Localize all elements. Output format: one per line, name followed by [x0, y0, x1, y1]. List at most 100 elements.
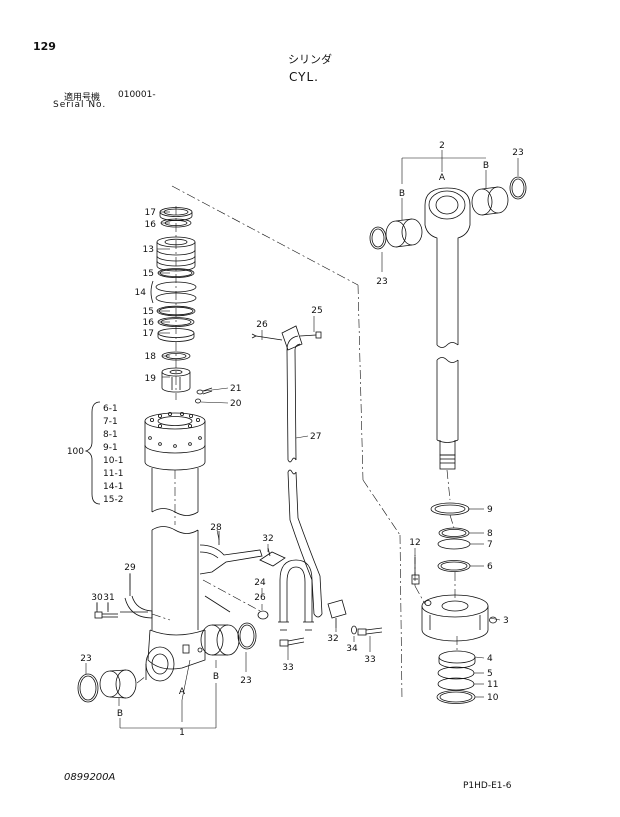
label-13: 13 [143, 245, 154, 255]
label-B: B [483, 161, 489, 171]
part-bushing-rod-left [385, 218, 423, 248]
label-19: 19 [145, 374, 157, 384]
label-5: 5 [487, 669, 493, 679]
label-15: 15 [143, 269, 154, 279]
part-8-ring [438, 527, 470, 539]
part-10-ring [436, 690, 476, 704]
label-17: 17 [145, 208, 156, 218]
part-26-ring-lower [257, 610, 269, 620]
label-17: 17 [143, 329, 154, 339]
part-23-seal-rod-right [509, 176, 527, 200]
label-27: 27 [310, 432, 321, 442]
part-23-seal-left [77, 673, 99, 703]
label-2: 2 [439, 141, 445, 151]
label-16: 16 [143, 318, 155, 328]
part-19-nut [161, 367, 191, 393]
label-A: A [439, 173, 446, 183]
label-33: 33 [282, 663, 293, 673]
part-bushing-left [99, 669, 137, 699]
kit-item: 10-1 [103, 456, 123, 466]
kit-bracket [84, 401, 101, 505]
label-B: B [117, 709, 123, 719]
label-34: 34 [346, 644, 358, 654]
label-6: 6 [487, 562, 493, 572]
label-3: 3 [503, 616, 509, 626]
label-7: 7 [487, 540, 493, 550]
part-2-rod [424, 187, 471, 470]
serial-label-japanese: 適用号機 [64, 93, 101, 103]
part-20-21-screw [195, 387, 213, 404]
part-bushing-rod-right [471, 186, 509, 216]
part-24-u-bolt [278, 559, 314, 631]
serial-label-english: Serial No. [53, 100, 107, 110]
label-23: 23 [240, 676, 251, 686]
kit-item: 6-1 [103, 404, 118, 414]
part-29-clamp [120, 574, 153, 619]
kit-item: 11-1 [103, 469, 123, 479]
part-4-ring [438, 650, 476, 669]
label-100: 100 [67, 447, 84, 457]
cylinder-head [144, 411, 206, 516]
part-bushing-right [200, 624, 240, 656]
label-26: 26 [254, 593, 266, 603]
label-24: 24 [254, 578, 266, 588]
label-29: 29 [124, 563, 136, 573]
leader-lines [85, 150, 519, 729]
part-28-bracket [199, 531, 263, 575]
label-1: 1 [179, 728, 185, 738]
kit-item: 14-1 [103, 482, 123, 492]
label-12: 12 [409, 538, 420, 548]
part-5-ring [437, 666, 475, 680]
label-20: 20 [230, 399, 242, 409]
label-25: 25 [311, 306, 322, 316]
kit-item: 15-2 [103, 495, 123, 505]
label-23: 23 [376, 277, 387, 287]
serial-range: 010001- [118, 90, 156, 100]
part-30-31-bolt [94, 603, 118, 619]
label-4: 4 [487, 654, 493, 664]
kit-item: 7-1 [103, 417, 118, 427]
label-10: 10 [487, 693, 499, 703]
part-9-ring [430, 502, 470, 516]
title-english: CYL. [289, 70, 319, 84]
page-code: P1HD-E1-6 [463, 781, 512, 791]
label-23: 23 [512, 148, 523, 158]
part-32-clamp-upper [259, 547, 286, 567]
callout-labels: 17 16 13 15 14 15 16 17 18 19 21 20 100 … [67, 141, 524, 738]
label-32: 32 [327, 634, 338, 644]
label-33: 33 [364, 655, 375, 665]
part-3-piston [421, 594, 497, 642]
label-26: 26 [256, 320, 268, 330]
part-33-bolt-b [357, 627, 383, 636]
part-14-rings [150, 280, 197, 304]
part-25-26-fitting [251, 325, 322, 351]
part-34-washer [351, 625, 357, 635]
label-14: 14 [135, 288, 147, 298]
part-33-bolt-a [279, 637, 305, 647]
label-8: 8 [487, 529, 493, 539]
title-japanese: シリンダ [288, 53, 332, 66]
label-9: 9 [487, 505, 493, 515]
label-21: 21 [230, 384, 241, 394]
label-16: 16 [145, 220, 157, 230]
part-6-ring [437, 560, 471, 572]
kit-item: 9-1 [103, 443, 118, 453]
part-11-ring [437, 677, 475, 691]
label-28: 28 [210, 523, 222, 533]
part-32-clamp-lower [327, 599, 347, 628]
part-7-ring [437, 538, 471, 550]
drawing-id: 0899200A [64, 772, 116, 783]
page-number: 129 [33, 40, 56, 53]
label-A: A [179, 687, 186, 697]
label-31: 31 [103, 593, 114, 603]
label-18: 18 [145, 352, 157, 362]
label-B: B [213, 672, 219, 682]
label-32: 32 [262, 534, 273, 544]
label-15: 15 [143, 307, 154, 317]
label-23: 23 [80, 654, 91, 664]
part-23-seal-rod-left [369, 226, 387, 250]
label-11: 11 [487, 680, 498, 690]
assembly-centerlines [136, 185, 458, 701]
part-23-seal-right [237, 622, 257, 650]
